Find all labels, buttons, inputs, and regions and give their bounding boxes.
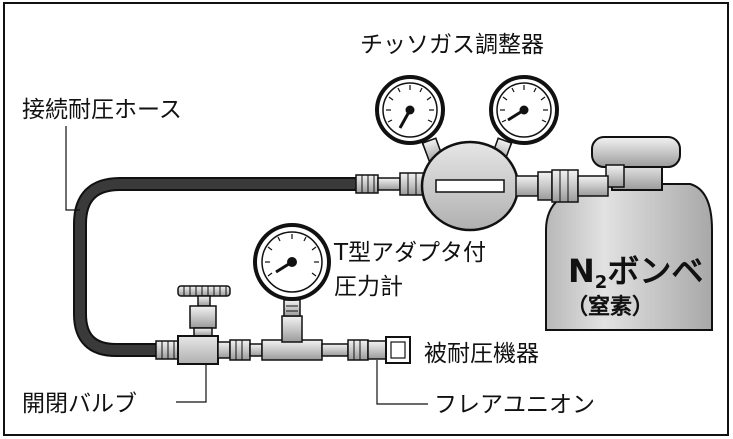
valve-body: [177, 335, 219, 365]
test-pressure-gauge: [253, 223, 331, 301]
cylinder-label-n: N: [568, 252, 595, 290]
nitrogen-regulator: [375, 75, 609, 232]
valve-handwheel: [177, 285, 231, 297]
cylinder-label-rest: ボンベ: [607, 252, 703, 290]
nitrogen-cylinder: [545, 136, 713, 331]
shutoff-valve: [177, 285, 231, 365]
pressure-hose: [75, 179, 358, 355]
device-label: 被耐圧機器: [424, 341, 539, 367]
flare-union: [367, 340, 387, 360]
cylinder-label: N2ボンベ: [568, 252, 703, 293]
valve-label: 開閉バルブ: [22, 391, 137, 417]
regulator-slot: [435, 179, 505, 193]
gauge-label-line2: 圧力計: [334, 274, 403, 300]
hose-fitting-valve: [155, 340, 179, 360]
cylinder-label-sub: （窒素）: [566, 294, 654, 320]
hose-leader-line: [65, 126, 80, 211]
regulator-label: チッソガス調整器: [360, 32, 544, 58]
diagram-border: [3, 2, 729, 436]
cylinder-valve-handle: [591, 136, 681, 168]
hose-fitting-regulator: [355, 172, 425, 196]
valve-to-tee-fitting: [229, 339, 263, 361]
tee-adapter: [261, 299, 323, 361]
hose-label: 接続耐圧ホース: [22, 97, 182, 123]
tee-adapter-body: [261, 339, 323, 361]
flare-leader-line: [376, 360, 428, 405]
flare-label: フレアユニオン: [434, 392, 595, 418]
tee-to-device-fittings: [321, 336, 411, 364]
gauge-label-line1: T型アダプタ付: [333, 240, 486, 266]
valve-leader-line: [176, 364, 207, 403]
cylinder-label-subscript: 2: [595, 272, 608, 293]
